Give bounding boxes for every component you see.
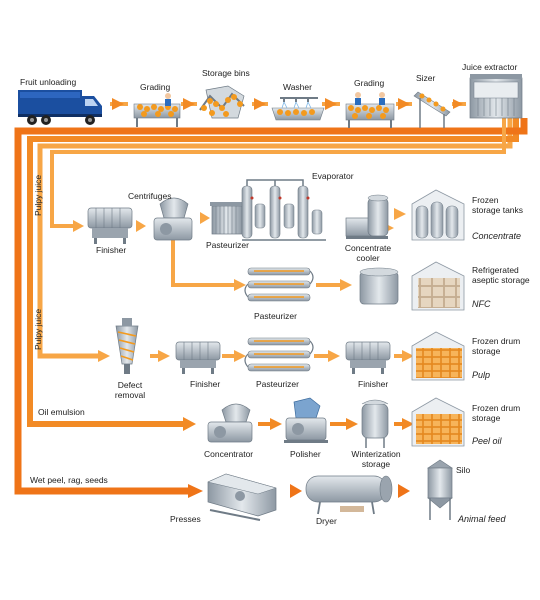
label-frozen-drum-storage: Frozen drum storage <box>472 336 521 356</box>
product-animal-feed: Animal feed <box>458 514 506 524</box>
polisher-icon <box>284 397 328 443</box>
label-polisher: Polisher <box>290 449 321 459</box>
finisher-icon <box>87 207 133 244</box>
label-evaporator: Evaporator <box>312 171 354 181</box>
label-oil-emulsion: Oil emulsion <box>38 407 85 417</box>
label-grading: Grading <box>140 82 171 92</box>
finisher-icon <box>345 341 391 374</box>
product-nfc: NFC <box>472 299 491 309</box>
frozen-drum-storage-icon <box>411 331 465 381</box>
finisher-icon <box>175 341 221 374</box>
centrifuge-icon <box>153 197 193 241</box>
label-concentrate-cooler: Concentrate cooler <box>344 243 392 263</box>
label-pulpy-juice: Pulpy juice <box>33 174 43 216</box>
label-storage-bins: Storage bins <box>202 68 250 78</box>
label-frozen-storage-tanks: Frozen storage tanks <box>472 195 524 215</box>
frozen-drum-storage-icon <box>411 397 465 447</box>
grading-table-icon <box>133 93 181 127</box>
label-pasteurizer: Pasteurizer <box>206 240 249 250</box>
product-pulp: Pulp <box>472 370 491 380</box>
label-dryer: Dryer <box>316 516 337 526</box>
evaporator-icon <box>241 179 326 241</box>
label-pasteurizer: Pasteurizer <box>256 379 299 389</box>
refrigerated-aseptic-storage-icon <box>411 261 465 311</box>
label-centrifuges: Centrifuges <box>128 191 172 201</box>
label-juice-extractor: Juice extractor <box>462 62 518 72</box>
label-defect-removal: Defect removal <box>114 380 146 400</box>
label-wet-peel-rag-seeds: Wet peel, rag, seeds <box>30 475 108 485</box>
pasteurizer-icon <box>244 267 314 302</box>
presses-icon <box>207 473 277 521</box>
grading-table-icon <box>345 92 395 128</box>
label-presses: Presses <box>170 514 201 524</box>
label-pulpy-juice: Pulpy juice <box>33 308 43 350</box>
storage-bins-icon <box>199 85 245 119</box>
concentrator-icon <box>207 403 253 443</box>
winterization-tank-icon <box>361 399 389 448</box>
label-frozen-drum-storage: Frozen drum storage <box>472 403 521 423</box>
label-finisher: Finisher <box>358 379 389 389</box>
label-sizer: Sizer <box>416 73 436 83</box>
label-refrigerated-aseptic-storage: Refrigerated aseptic storage <box>472 265 530 285</box>
label-fruit-unloading: Fruit unloading <box>20 77 77 87</box>
product-peel-oil: Peel oil <box>472 436 502 446</box>
silo-icon <box>427 459 453 520</box>
label-grading: Grading <box>354 78 385 88</box>
concentrate-cooler-icon <box>345 194 389 239</box>
pasteurizer-icon <box>210 202 244 235</box>
label-finisher: Finisher <box>190 379 221 389</box>
label-concentrator: Concentrator <box>204 449 254 459</box>
label-winterization-storage: Winterization storage <box>351 449 401 469</box>
juice-extractor-icon <box>469 74 523 119</box>
label-finisher: Finisher <box>96 245 127 255</box>
nfc-tank-icon <box>359 267 399 305</box>
washer-icon <box>271 97 325 121</box>
defect-removal-icon <box>115 318 139 374</box>
dryer-icon <box>305 475 393 515</box>
label-silo: Silo <box>456 465 471 475</box>
frozen-storage-tanks-icon <box>411 189 465 241</box>
label-washer: Washer <box>283 82 312 92</box>
label-pasteurizer: Pasteurizer <box>254 311 297 321</box>
pasteurizer-icon <box>244 337 314 372</box>
sizer-icon <box>413 91 451 128</box>
product-concentrate: Concentrate <box>472 231 522 241</box>
truck-icon <box>18 90 102 125</box>
